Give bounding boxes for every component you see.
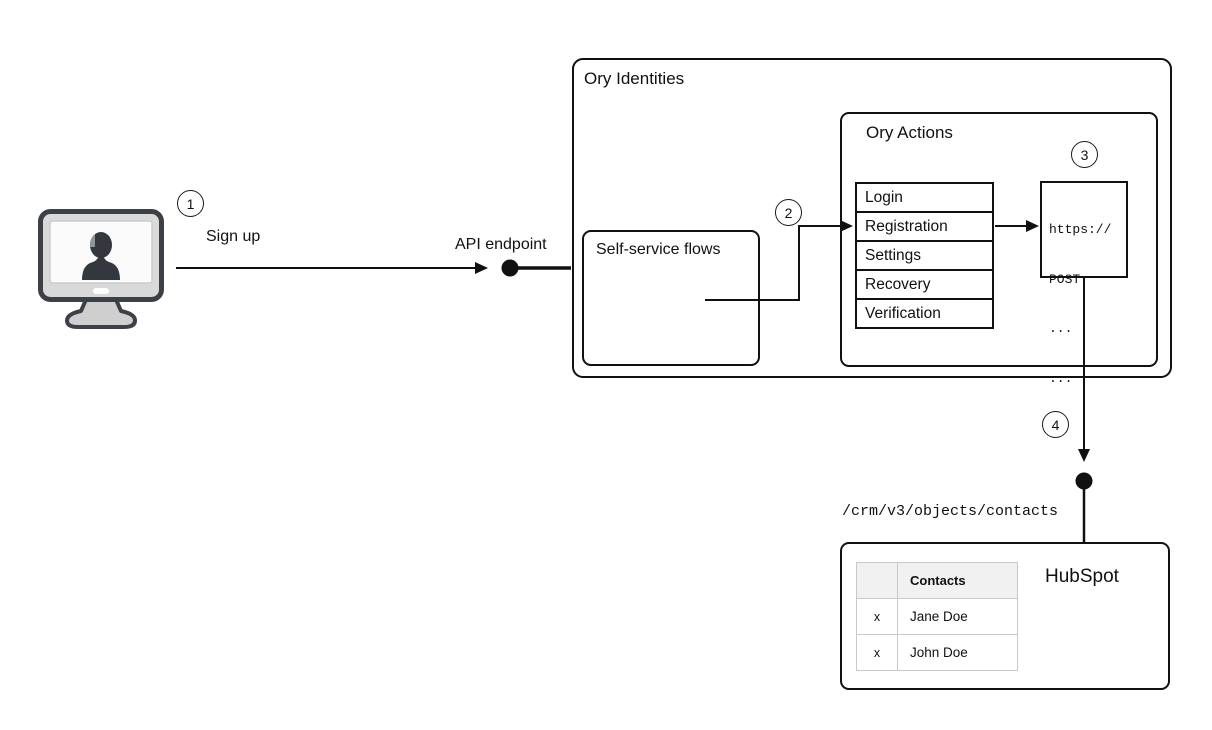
flow-row-recovery: Recovery <box>855 269 994 300</box>
code-line-url: https:// <box>1049 222 1112 237</box>
step-1-badge: 1 <box>177 190 204 217</box>
contacts-header-row: Contacts <box>856 562 1018 599</box>
flow-row-registration: Registration <box>855 211 994 242</box>
down-arrowhead <box>1078 449 1090 462</box>
hubspot-box <box>840 542 1170 690</box>
ory-identities-box <box>572 58 1172 378</box>
ory-identities-title: Ory Identities <box>584 69 685 88</box>
self-service-flows-title: Self-service flows <box>596 241 721 258</box>
signup-arrowhead <box>475 262 488 274</box>
ory-actions-flow-list: Login Registration Settings Recovery Ver… <box>855 182 994 329</box>
step-4-number: 4 <box>1051 416 1060 433</box>
contact-name: John Doe <box>897 634 1018 671</box>
hubspot-title: HubSpot <box>1045 566 1119 587</box>
api-endpoint-label: API endpoint <box>455 236 547 253</box>
step-3-number: 3 <box>1080 146 1089 163</box>
user-silhouette-icon <box>82 232 120 280</box>
contacts-header-empty-cell <box>856 562 898 599</box>
ory-actions-box <box>840 112 1158 367</box>
step-2-number: 2 <box>784 204 793 221</box>
api-endpoint-dot <box>501 259 519 277</box>
code-line-ellipsis-2: ... <box>1049 370 1073 386</box>
flow-row-settings: Settings <box>855 240 994 271</box>
flow-row-login: Login <box>855 182 994 213</box>
monitor-button <box>93 288 109 294</box>
hubspot-contacts-table: Contacts x Jane Doe x John Doe <box>856 562 1018 671</box>
flow-row-verification: Verification <box>855 298 994 329</box>
contact-row: x John Doe <box>856 634 1018 671</box>
ory-actions-title: Ory Actions <box>866 123 953 142</box>
contact-mark: x <box>856 634 898 671</box>
contact-row: x Jane Doe <box>856 598 1018 635</box>
code-line-method: POST <box>1049 271 1081 287</box>
crm-endpoint-path-label: /crm/v3/objects/contacts <box>842 503 1059 520</box>
step-2-badge: 2 <box>775 199 802 226</box>
webhook-code-box: https:// POST ... ... <box>1040 181 1128 386</box>
contact-mark: x <box>856 598 898 635</box>
sign-up-label: Sign up <box>206 228 261 245</box>
code-line-ellipsis-1: ... <box>1049 321 1073 336</box>
crm-endpoint-dot <box>1075 472 1093 490</box>
contacts-header-label: Contacts <box>897 562 1018 599</box>
step-4-badge: 4 <box>1042 411 1069 438</box>
monitor-stand <box>65 293 137 329</box>
step-3-badge: 3 <box>1071 141 1098 168</box>
step-1-number: 1 <box>186 195 195 212</box>
monitor-user-icon <box>38 209 164 329</box>
contact-name: Jane Doe <box>897 598 1018 635</box>
